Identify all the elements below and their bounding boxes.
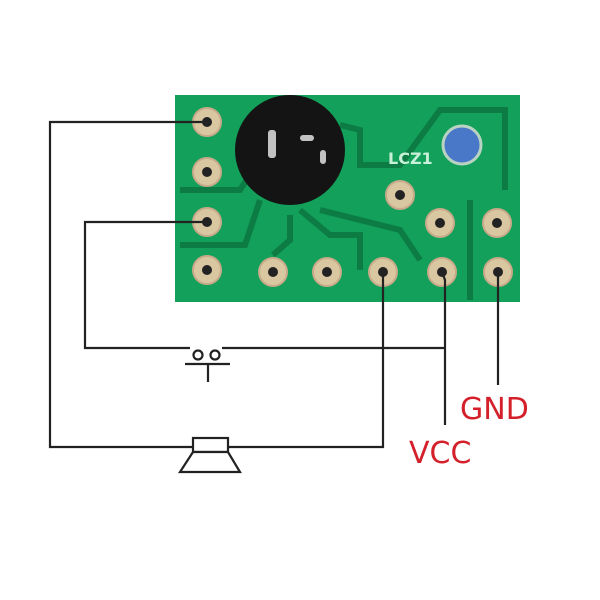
blue-via bbox=[441, 124, 483, 166]
switch-symbol bbox=[185, 349, 230, 382]
pcb-traces bbox=[180, 107, 508, 300]
speaker-symbol bbox=[177, 436, 242, 474]
wires bbox=[48, 120, 500, 449]
gnd-label: GND bbox=[460, 392, 529, 427]
blob-highlights bbox=[268, 130, 326, 164]
silkscreen-label: LCZ1 bbox=[388, 149, 433, 168]
pads bbox=[192, 107, 513, 287]
vcc-label: VCC bbox=[409, 436, 471, 471]
chip-blob bbox=[235, 95, 345, 205]
